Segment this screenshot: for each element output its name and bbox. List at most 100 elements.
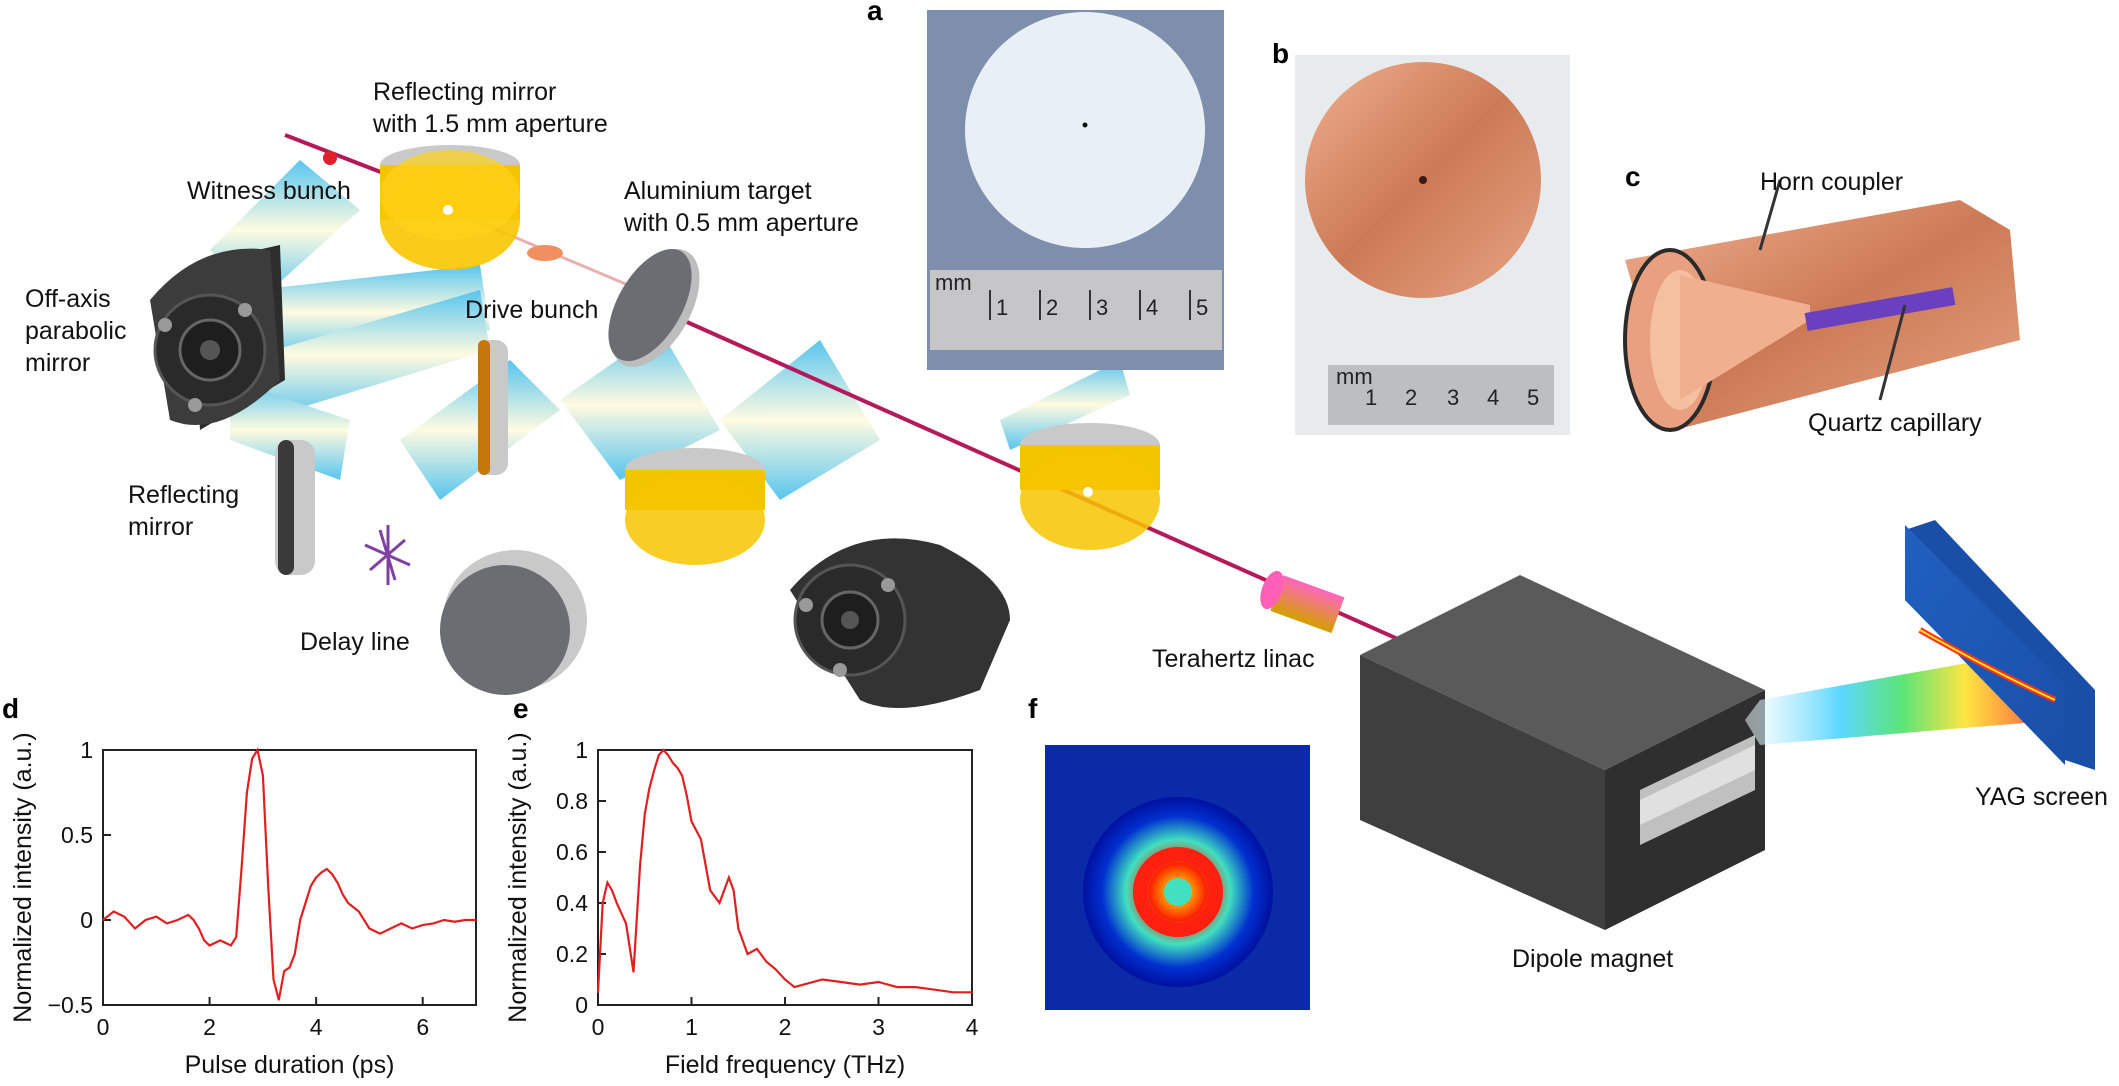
reflecting-mirror-left — [275, 440, 315, 575]
drive-bunch-marker — [527, 245, 563, 261]
data-point — [915, 986, 917, 988]
photo-panel-a — [927, 10, 1224, 370]
data-point — [192, 919, 195, 921]
label-yag-screen: YAG screen — [1975, 783, 2108, 811]
data-point — [134, 927, 136, 930]
data-point — [877, 981, 880, 983]
y-tick-label: 0.4 — [556, 890, 588, 916]
data-point — [166, 922, 168, 925]
data-point — [400, 922, 403, 925]
ruler-b-tick: 4 — [1487, 385, 1499, 410]
data-point — [475, 919, 477, 921]
x-tick-label: 3 — [872, 1014, 885, 1040]
data-point — [728, 876, 730, 879]
x-axis-label: Pulse duration (ps) — [185, 1051, 395, 1079]
data-point — [681, 774, 683, 777]
series-line — [102, 747, 476, 1001]
data-point — [601, 902, 604, 904]
data-point — [700, 838, 702, 841]
x-tick-label: 6 — [416, 1014, 429, 1040]
data-point — [235, 936, 238, 938]
data-point — [432, 922, 435, 925]
label-horn-coupler: Horn coupler — [1760, 168, 1903, 196]
photo-panel-b — [1295, 55, 1570, 435]
data-point — [198, 927, 200, 930]
side-mirror-copper — [478, 340, 508, 475]
panel-letter-d: d — [2, 693, 19, 724]
series-line — [596, 748, 972, 994]
data-point — [187, 914, 190, 916]
data-point — [896, 986, 898, 988]
chart-d-frame — [102, 749, 477, 1006]
yag-screen — [1905, 520, 2095, 770]
data-point — [272, 978, 275, 981]
data-point — [278, 999, 280, 1001]
data-point — [657, 754, 660, 756]
data-point — [155, 915, 158, 918]
data-point — [331, 873, 333, 875]
x-axis-label: Field frequency (THz) — [665, 1051, 905, 1079]
data-point — [326, 868, 328, 870]
data-point — [802, 983, 805, 986]
y-tick-label: 0.6 — [556, 839, 588, 865]
data-point — [320, 871, 323, 874]
parabolic-mirror-1 — [150, 245, 285, 430]
y-tick-label: 0.2 — [556, 941, 588, 967]
data-point — [639, 863, 641, 866]
data-point — [176, 919, 179, 921]
data-point — [784, 978, 786, 981]
label-reflecting-mirror-2: mirror — [128, 513, 193, 541]
data-point — [859, 983, 861, 986]
ruler-b-tick: 1 — [1365, 385, 1377, 410]
label-terahertz-linac: Terahertz linac — [1152, 645, 1315, 673]
ruler-b-ticks: 1 2 3 4 5 — [1365, 385, 1539, 410]
witness-bunch-marker — [323, 151, 337, 165]
ruler-a-tick: 2 — [1046, 295, 1058, 320]
data-point — [251, 757, 253, 760]
x-tick-label: 4 — [310, 1014, 323, 1040]
data-point — [718, 902, 721, 904]
data-point — [336, 881, 339, 884]
aluminium-target — [608, 248, 700, 367]
label-drive-bunch: Drive bunch — [465, 296, 598, 324]
data-point — [411, 927, 413, 930]
ruler-b-tick: 3 — [1447, 385, 1459, 410]
data-point — [774, 968, 777, 971]
delay-mirror — [440, 550, 587, 695]
data-point — [625, 922, 627, 925]
chart-e-frame — [597, 749, 973, 1006]
x-tick-label: 2 — [203, 1014, 216, 1040]
delay-line-star-icon — [364, 525, 411, 585]
data-point — [123, 915, 126, 918]
data-point — [267, 885, 269, 887]
data-point — [643, 812, 646, 815]
data-point — [632, 971, 635, 973]
data-point — [347, 902, 349, 904]
data-point — [304, 902, 307, 904]
data-point — [756, 948, 758, 950]
ruler-a-tick: 1 — [996, 295, 1008, 320]
data-point — [793, 986, 796, 988]
y-tick-label: 1 — [80, 737, 93, 763]
data-point — [662, 749, 665, 751]
data-point — [840, 981, 842, 983]
data-point — [299, 919, 301, 921]
data-point — [310, 885, 312, 887]
panel-letter-b: b — [1272, 38, 1289, 69]
y-tick-label: 0.8 — [556, 788, 588, 814]
horn-coupler-illustration — [1623, 179, 2020, 432]
data-point — [230, 944, 232, 947]
data-point — [821, 978, 824, 981]
data-point — [240, 868, 243, 870]
ruler-a-unit: mm — [935, 270, 972, 295]
data-point — [262, 774, 264, 777]
data-point — [443, 919, 445, 921]
data-point — [597, 991, 599, 994]
y-tick-label: −0.5 — [48, 992, 93, 1018]
panel-letter-e: e — [513, 693, 529, 724]
data-point — [219, 939, 222, 942]
component-labels: Reflecting mirror with 1.5 mm aperture W… — [25, 78, 2108, 973]
label-dipole-magnet: Dipole magnet — [1512, 945, 1673, 973]
aperture-mirror — [380, 145, 520, 270]
